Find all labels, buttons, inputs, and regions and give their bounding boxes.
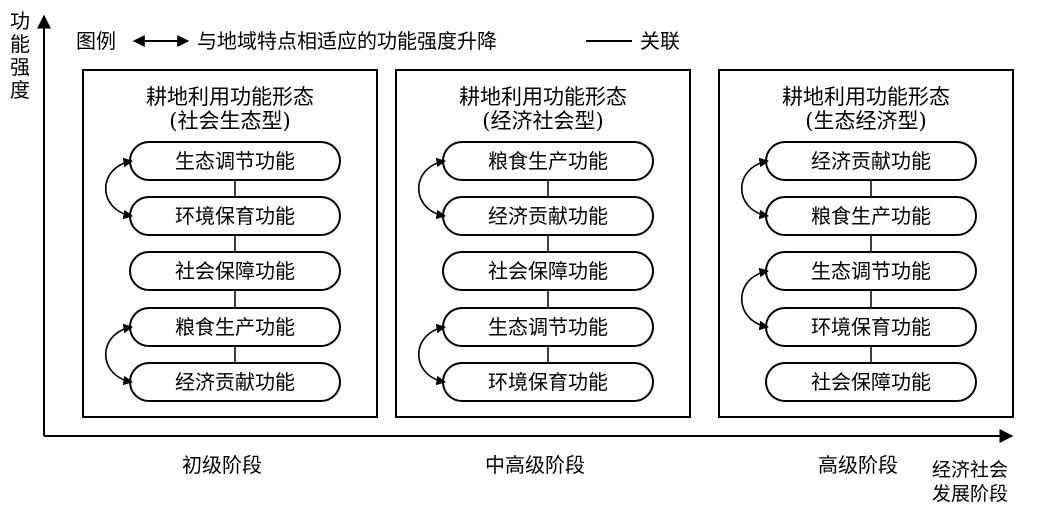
y-axis-label-char: 度 (10, 78, 30, 102)
double-arrow (105, 157, 133, 220)
panel-title: 耕地利用功能形态 (459, 85, 627, 109)
legend: 图例 与地域特点相适应的功能强度升降 关联 (76, 29, 680, 53)
panel-subtitle: (经济社会型) (482, 109, 603, 133)
x-axis-label-line: 发展阶段 (932, 483, 1008, 505)
panel-subtitle: (生态经济型) (805, 109, 926, 133)
function-label: 粮食生产功能 (175, 315, 295, 339)
panel-frame (718, 69, 1014, 418)
function-label: 生态调节功能 (811, 259, 931, 283)
function-pill (442, 251, 654, 291)
function-label: 环境保育功能 (175, 204, 295, 228)
panel-frame (395, 69, 691, 418)
double-arrow (418, 157, 446, 220)
panels: 耕地利用功能形态(社会生态型)生态调节功能环境保育功能社会保障功能粮食生产功能经… (82, 69, 1014, 477)
panel-title: 耕地利用功能形态 (146, 85, 314, 109)
function-label: 粮食生产功能 (811, 204, 931, 228)
y-axis-label-char: 能 (10, 32, 30, 56)
panel-frame (82, 69, 378, 418)
double-arrow (741, 157, 769, 220)
stage-label: 初级阶段 (182, 453, 262, 477)
panel-title: 耕地利用功能形态 (782, 85, 950, 109)
function-label: 经济贡献功能 (488, 204, 608, 228)
y-axis-label-char: 功 (10, 9, 30, 33)
function-label: 生态调节功能 (175, 149, 295, 173)
legend-line-label: 关联 (640, 29, 680, 53)
function-label: 社会保障功能 (175, 259, 295, 283)
function-label: 环境保育功能 (488, 370, 608, 394)
stage-label: 中高级阶段 (485, 453, 585, 477)
function-label: 经济贡献功能 (811, 149, 931, 173)
function-label: 环境保育功能 (811, 315, 931, 339)
double-arrow (418, 323, 446, 386)
function-label: 生态调节功能 (488, 315, 608, 339)
function-label: 社会保障功能 (488, 259, 608, 283)
function-label: 社会保障功能 (811, 370, 931, 394)
function-pill (129, 251, 341, 291)
x-axis-label-line: 经济社会 (932, 459, 1008, 481)
y-axis-label-char: 强 (10, 55, 30, 79)
y-axis-label: 功 能 强 度 (10, 9, 30, 102)
function-label: 经济贡献功能 (175, 370, 295, 394)
panel-subtitle: (社会生态型) (169, 109, 290, 133)
stage-label: 高级阶段 (818, 453, 898, 477)
x-axis-label: 经济社会 发展阶段 (932, 459, 1008, 505)
stage-panel: 耕地利用功能形态(社会生态型) 生态调节功能环境保育功能社会保障功能粮食生产功能经… (82, 69, 378, 477)
legend-arrow-label: 与地域特点相适应的功能强度升降 (197, 29, 497, 53)
double-arrow (105, 323, 133, 386)
stage-panel: 耕地利用功能形态(经济社会型) 粮食生产功能经济贡献功能社会保障功能生态调节功能环… (395, 69, 691, 477)
legend-prefix: 图例 (76, 29, 116, 53)
function-label: 粮食生产功能 (488, 149, 608, 173)
function-pill (765, 362, 977, 402)
double-arrow (741, 267, 769, 331)
stage-panel: 耕地利用功能形态(生态经济型) 经济贡献功能粮食生产功能生态调节功能环境保育功能社… (718, 69, 1014, 477)
